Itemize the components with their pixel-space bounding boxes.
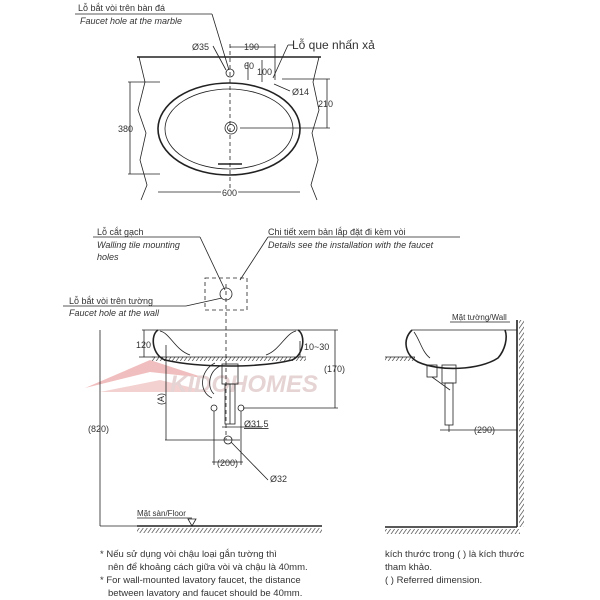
dim-d31-5: Ø31.5	[244, 419, 269, 429]
dim-a: (A)	[156, 393, 166, 405]
dim-200: (200)	[217, 458, 238, 468]
dim-10-30: 10~30	[304, 342, 329, 352]
floor-label: Mặt sàn/Floor	[137, 509, 186, 518]
side-view: Mặt tường/Wall (290)	[385, 313, 524, 534]
watermark-text: KIDOHOMES	[170, 371, 318, 398]
dim-190: 190	[244, 42, 259, 52]
marble-hole-label-en: Faucet hole at the marble	[80, 16, 182, 26]
dim-170: (170)	[324, 364, 345, 374]
dim-120: 120	[136, 340, 151, 350]
wall-hole-label-en: Faucet hole at the wall	[69, 308, 160, 318]
tile-holes-label-vi: Lỗ cắt gạch	[97, 227, 144, 237]
note-line: tham khảo.	[385, 562, 432, 573]
front-view: Lỗ cắt gạch Walling tile mounting holes …	[63, 227, 460, 533]
note-line: * For wall-mounted lavatory faucet, the …	[100, 575, 301, 586]
dim-d32: Ø32	[270, 474, 287, 484]
dim-d35: Ø35	[192, 42, 209, 52]
dim-290: (290)	[474, 425, 495, 435]
wall-hole-label-vi: Lỗ bắt vòi trên tường	[69, 296, 153, 306]
tile-holes-label-en-2: holes	[97, 252, 119, 262]
dim-210: 210	[318, 99, 333, 109]
dim-d14: Ø14	[292, 87, 309, 97]
watermark: KIDOHOMES	[85, 360, 318, 398]
note-referred-dimension: kích thước trong ( ) là kích thước tham …	[385, 548, 524, 587]
top-view: Lỗ bắt vòi trên bàn đá Faucet hole at th…	[75, 3, 375, 201]
note-line: ( ) Referred dimension.	[385, 575, 483, 586]
marble-hole-label-vi: Lỗ bắt vòi trên bàn đá	[78, 3, 165, 13]
dim-820: (820)	[88, 424, 109, 434]
dim-600: 600	[222, 188, 237, 198]
note-line: between lavatory and faucet should be 40…	[108, 588, 303, 599]
note-line: * Nếu sử dụng vòi chậu loại gắn tường th…	[100, 549, 277, 560]
tile-holes-label-en: Walling tile mounting	[97, 240, 180, 250]
dim-380: 380	[118, 124, 133, 134]
overflow-label: Lỗ que nhấn xả	[292, 37, 375, 52]
details-label-vi: Chi tiết xem bản lắp đặt đi kèm vòi	[268, 227, 406, 237]
dim-100: 100	[257, 67, 272, 77]
dim-60: 60	[244, 61, 254, 71]
note-line: nên để khoảng cách giữa vòi và chậu là 4…	[108, 562, 308, 573]
note-line: kích thước trong ( ) là kích thước	[385, 549, 525, 560]
note-wall-faucet: * Nếu sử dụng vòi chậu loại gắn tường th…	[100, 548, 308, 600]
wall-label: Mặt tường/Wall	[452, 313, 507, 322]
details-label-en: Details see the installation with the fa…	[268, 240, 434, 250]
